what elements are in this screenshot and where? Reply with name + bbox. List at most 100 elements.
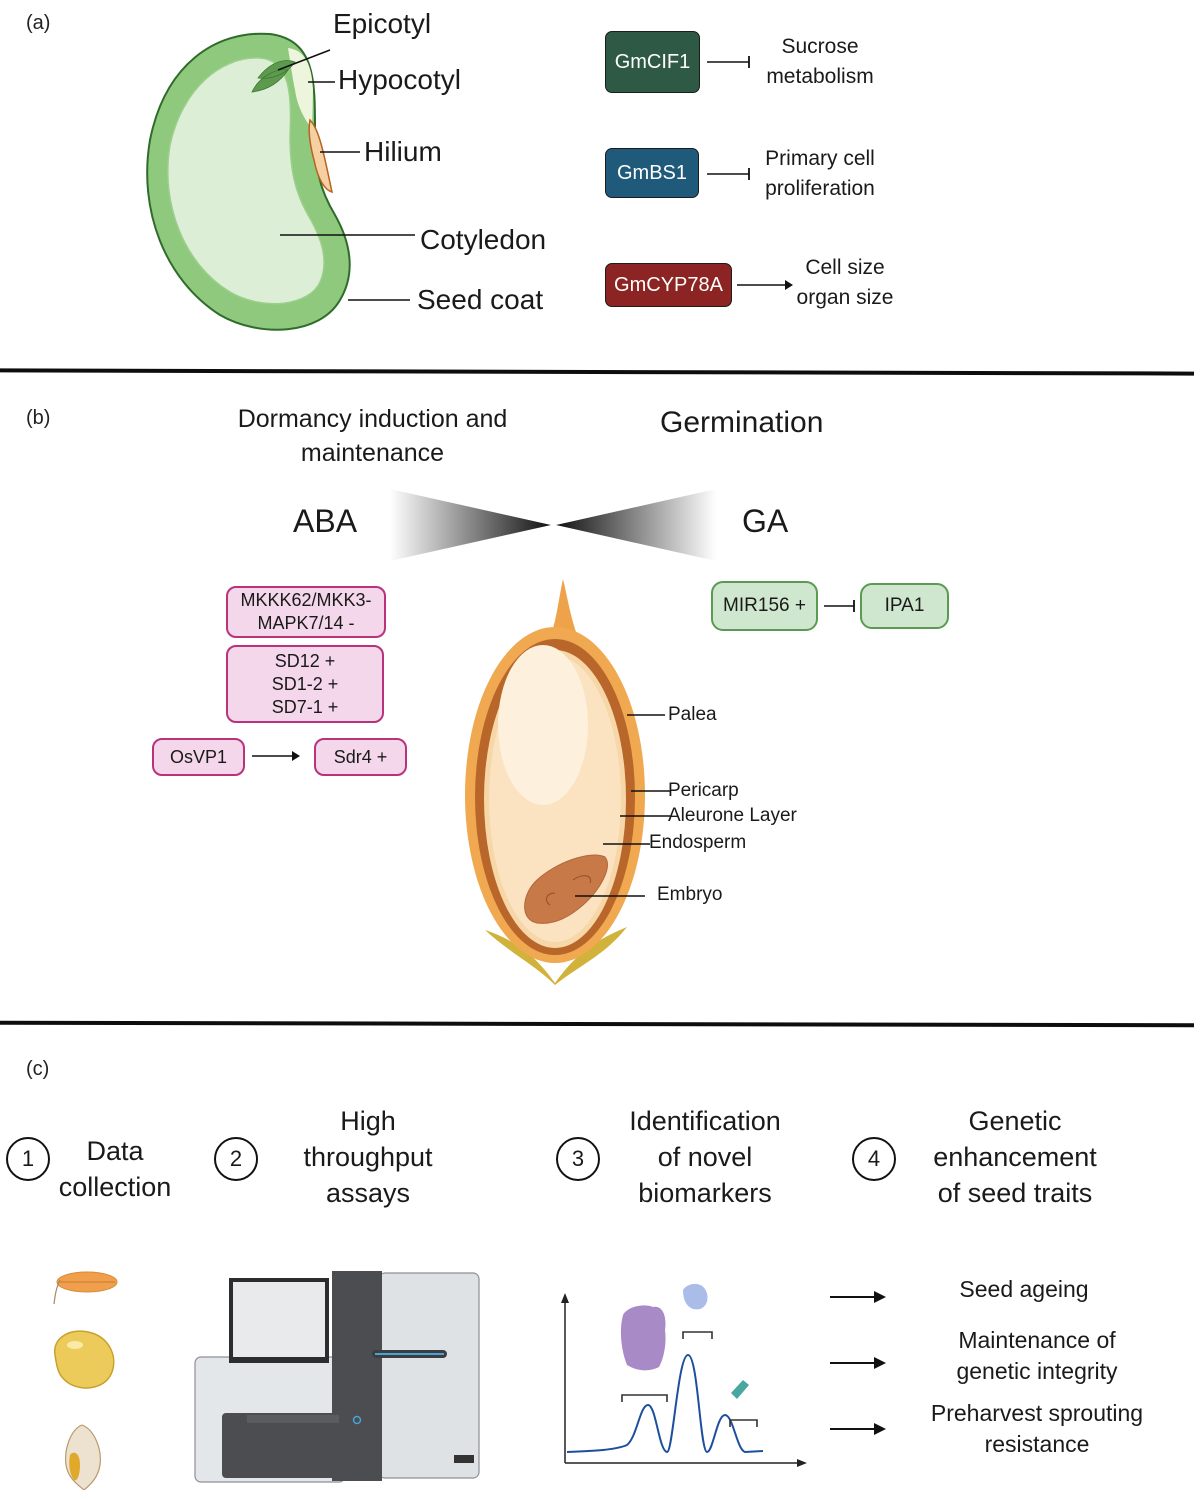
step-line: of seed traits	[937, 1178, 1093, 1208]
ga-wedge	[556, 489, 716, 561]
rice-grain-illustration	[465, 579, 670, 985]
mir156-box: MIR156 +	[711, 581, 818, 631]
effect-line: Primary cell	[765, 147, 875, 170]
mapk-line: MAPK7/14 -	[257, 613, 355, 633]
effect-line: Cell size	[805, 256, 885, 279]
outcome-line: Seed ageing	[959, 1276, 1089, 1302]
peak-bracket	[682, 1331, 713, 1339]
step-4-text: Genetic enhancement of seed traits	[920, 1103, 1110, 1211]
gene-box-gmcif1: GmCIF1	[605, 31, 700, 93]
palea-label: Palea	[668, 704, 717, 725]
promote-arrow-icon	[737, 280, 793, 290]
step-line: enhancement	[933, 1142, 1097, 1172]
biomarker-chromatogram	[561, 1283, 807, 1467]
panel-c-label: (c)	[26, 1058, 50, 1080]
hormone-balance-wedges	[390, 489, 716, 561]
sd-line: SD7-1 +	[271, 696, 339, 717]
step-line: collection	[58, 1172, 172, 1202]
step-1-text: Data collection	[45, 1133, 185, 1205]
embryo-label: Embryo	[657, 884, 723, 905]
chromatogram-trace	[566, 1353, 764, 1454]
outcome-arrow-icon	[830, 1291, 886, 1303]
promote-arrow-icon	[252, 751, 300, 761]
outcome-arrow-icon	[830, 1423, 886, 1435]
epicotyl-shape	[251, 60, 296, 93]
monitor-screen	[233, 1282, 325, 1357]
machine-right-tower	[378, 1272, 480, 1479]
step-3-text: Identification of novel biomarkers	[610, 1103, 800, 1211]
ga-label: GA	[742, 503, 789, 539]
outcome-line: Maintenance of	[958, 1327, 1116, 1353]
aba-label: ABA	[293, 503, 358, 539]
hypocotyl-shape	[288, 48, 313, 130]
hypocotyl-label: Hypocotyl	[338, 64, 461, 95]
sd-qtl-box: SD12 + SD1-2 + SD7-1 +	[226, 645, 384, 723]
hilium-label: Hilium	[364, 136, 442, 167]
step-1-badge: 1	[6, 1137, 50, 1181]
title-line: Dormancy induction and	[237, 405, 508, 433]
step-line: High	[340, 1106, 396, 1136]
effect-line: proliferation	[765, 177, 875, 200]
seed-samples-illustration	[53, 1271, 118, 1490]
inhibit-arrow-icon	[707, 56, 750, 68]
inhibit-arrow-icon	[824, 600, 855, 612]
awn-shape	[551, 579, 577, 635]
step-line: Identification	[629, 1106, 781, 1136]
ipa1-box: IPA1	[860, 583, 949, 629]
outcome-arrow-icon	[830, 1357, 886, 1369]
step-line: Genetic	[968, 1106, 1062, 1136]
endosperm-highlight	[498, 645, 588, 805]
rice-seed-icon	[53, 1271, 118, 1305]
step-line: of novel	[657, 1142, 753, 1172]
mapk-line: MKKK62/MKK3-	[240, 590, 372, 610]
section-divider	[0, 368, 1195, 376]
inhibit-arrow-icon	[707, 168, 750, 180]
sd-line: SD12 +	[274, 650, 336, 671]
seed-coat-label: Seed coat	[417, 284, 544, 315]
outcome-line: Preharvest sprouting	[930, 1400, 1144, 1426]
germination-title: Germination	[660, 406, 824, 439]
step-line: throughput	[303, 1142, 433, 1172]
aba-wedge	[390, 489, 551, 561]
effect-sucrose-metabolism: Sucrose metabolism	[755, 32, 885, 92]
outcome-preharvest-sprouting: Preharvest sprouting resistance	[910, 1398, 1164, 1460]
endosperm-label: Endosperm	[649, 832, 747, 853]
effect-cell-organ-size: Cell size organ size	[790, 253, 900, 313]
cotyledon-label: Cotyledon	[420, 224, 547, 255]
panel-a-label: (a)	[26, 12, 51, 34]
outcome-genetic-integrity: Maintenance of genetic integrity	[917, 1325, 1157, 1387]
effect-line: organ size	[796, 286, 894, 309]
epicotyl-label: Epicotyl	[333, 8, 432, 39]
gene-box-gmcyp78a: GmCYP78A	[605, 263, 732, 307]
peak-bracket	[621, 1394, 668, 1402]
effect-primary-cell-proliferation: Primary cell proliferation	[752, 144, 888, 204]
outcome-line: resistance	[984, 1431, 1090, 1457]
effect-line: Sucrose	[781, 35, 859, 58]
hilium-shape	[308, 118, 334, 194]
sequencer-machine-illustration	[194, 1271, 480, 1483]
mapk-box: MKKK62/MKK3- MAPK7/14 -	[226, 586, 386, 638]
outcome-seed-ageing: Seed ageing	[914, 1274, 1134, 1305]
protein-purple-icon	[620, 1305, 666, 1371]
osvp1-box: OsVP1	[152, 738, 245, 776]
protein-teal-icon	[731, 1380, 749, 1399]
soybean-seed-illustration	[146, 32, 415, 331]
aleurone-layer-label: Aleurone Layer	[668, 805, 797, 826]
panel-b-label: (b)	[26, 407, 51, 429]
step-3-badge: 3	[556, 1137, 600, 1181]
step-2-text: High throughput assays	[288, 1103, 448, 1211]
outcome-line: genetic integrity	[956, 1358, 1118, 1384]
cotyledon-shape	[167, 57, 325, 305]
step-line: assays	[325, 1178, 411, 1208]
step-4-badge: 4	[852, 1137, 896, 1181]
gene-box-gmbs1: GmBS1	[605, 148, 699, 198]
dormancy-title: Dormancy induction and maintenance	[200, 402, 545, 470]
step-2-badge: 2	[214, 1137, 258, 1181]
peak-bracket	[729, 1419, 758, 1427]
effect-line: metabolism	[766, 65, 874, 88]
step-line: Data	[86, 1136, 144, 1166]
soybean-icon	[54, 1330, 115, 1389]
pericarp-label: Pericarp	[668, 780, 739, 801]
sdr4-box: Sdr4 +	[314, 738, 407, 776]
step-line: biomarkers	[638, 1178, 772, 1208]
